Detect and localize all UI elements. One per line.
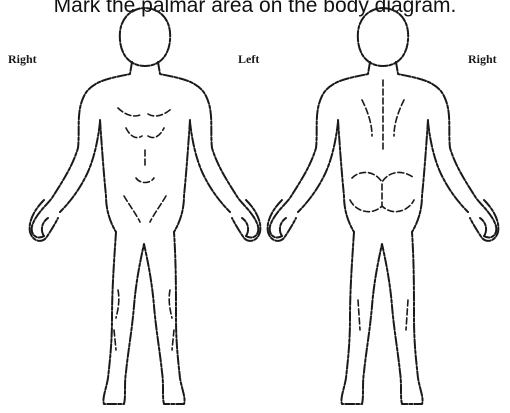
- front-chest-details: [118, 108, 172, 138]
- back-buttocks: [350, 172, 414, 211]
- back-left-arm: [280, 122, 338, 236]
- back-right-arm: [428, 122, 486, 236]
- front-view-body[interactable]: [30, 8, 261, 404]
- front-knee-details: [114, 290, 174, 350]
- front-torso-sides: [100, 120, 190, 232]
- back-legs: [341, 232, 422, 404]
- back-spine-details: [362, 80, 404, 150]
- front-left-arm: [190, 122, 248, 236]
- front-head: [120, 8, 170, 66]
- back-view-body[interactable]: [268, 8, 499, 404]
- front-right-arm: [42, 122, 100, 236]
- back-head: [358, 8, 408, 66]
- back-calf-details: [358, 300, 408, 330]
- front-abdomen-details: [124, 150, 166, 222]
